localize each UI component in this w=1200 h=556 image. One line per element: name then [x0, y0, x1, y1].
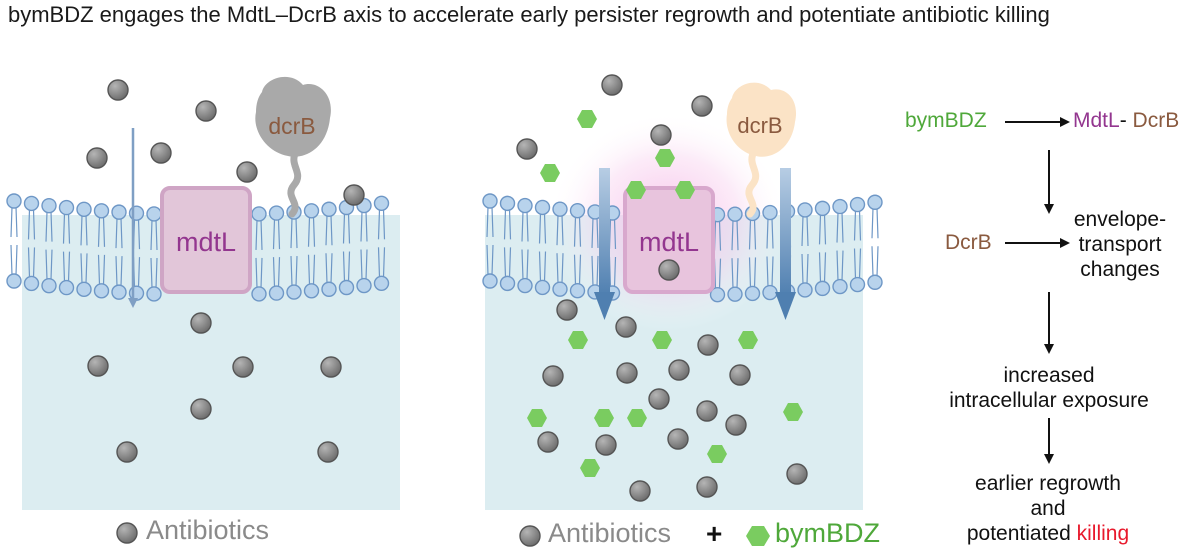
left-dcrb-label: dcrB — [268, 113, 315, 139]
antibiotic-molecule — [195, 100, 217, 122]
legend-antibiotic-icon — [116, 522, 138, 544]
bymbdz-molecule — [627, 409, 647, 427]
right-cell-panel: dcrB mdtL — [482, 74, 883, 510]
antibiotic-molecule — [696, 400, 718, 422]
left-antibiotics — [86, 79, 365, 463]
antibiotic-molecule — [343, 184, 365, 206]
legend-antibiotic-icon-right — [519, 525, 541, 547]
antibiotic-molecule — [786, 463, 808, 485]
antibiotic-molecule — [537, 431, 559, 453]
antibiotic-molecule — [691, 95, 713, 117]
flow-step1-drug: bymBDZ — [905, 109, 987, 132]
bymbdz-molecule — [783, 403, 803, 421]
antibiotic-molecule — [668, 359, 690, 381]
bymbdz-molecule — [675, 181, 695, 199]
figure-title: bymBDZ engages the MdtL–DcrB axis to acc… — [8, 2, 1050, 27]
bymbdz-molecule — [626, 181, 646, 199]
legend-plus-sign: + — [706, 518, 723, 549]
bymbdz-molecule — [568, 331, 588, 349]
antibiotic-molecule — [658, 259, 680, 281]
flow-step2-envelope: envelope- transport changes — [1073, 208, 1167, 281]
antibiotic-molecule — [725, 414, 747, 436]
legend-antibiotics-label: Antibiotics — [146, 515, 270, 545]
antibiotic-molecule — [516, 138, 538, 160]
right-penetration-arrow-1 — [594, 168, 615, 320]
left-mdtl-label: mdtL — [176, 227, 236, 257]
antibiotic-molecule — [107, 79, 129, 101]
flow-arrows — [1005, 117, 1070, 464]
antibiotic-molecule — [317, 441, 339, 463]
bymbdz-molecule — [738, 331, 758, 349]
antibiotic-molecule — [116, 441, 138, 463]
bymbdz-molecule — [527, 409, 547, 427]
antibiotic-molecule — [667, 428, 689, 450]
antibiotic-molecule — [542, 365, 564, 387]
bymbdz-molecule — [655, 149, 675, 167]
antibiotic-molecule — [232, 356, 254, 378]
left-cell-panel: dcrB mdtL — [6, 76, 400, 510]
antibiotic-molecule — [616, 362, 638, 384]
right-bymbdz-molecules — [527, 110, 803, 477]
antibiotic-molecule — [320, 356, 342, 378]
flow-step2-dcrb: DcrB — [945, 231, 992, 254]
bymbdz-molecule — [540, 164, 560, 182]
bymbdz-molecule — [652, 331, 672, 349]
antibiotic-molecule — [601, 74, 623, 96]
bymbdz-molecule — [580, 459, 600, 477]
antibiotic-molecule — [696, 476, 718, 498]
antibiotic-molecule — [190, 398, 212, 420]
left-penetration-arrow — [128, 128, 138, 308]
flow-step4-outcome: earlier regrowth and potentiated killing — [966, 472, 1130, 545]
bymbdz-molecule — [707, 445, 727, 463]
antibiotic-molecule — [697, 334, 719, 356]
bymbdz-molecule — [594, 409, 614, 427]
antibiotic-molecule — [236, 161, 258, 183]
left-legend — [116, 522, 138, 544]
right-dcrb-label: dcrB — [737, 113, 782, 138]
antibiotic-molecule — [595, 434, 617, 456]
antibiotic-molecule — [86, 147, 108, 169]
antibiotic-molecule — [190, 312, 212, 334]
antibiotic-molecule — [650, 124, 672, 146]
antibiotic-molecule — [150, 142, 172, 164]
right-mdtl-label: mdtL — [639, 227, 699, 257]
antibiotic-molecule — [87, 355, 109, 377]
legend-bymbdz-label: bymBDZ — [775, 518, 881, 548]
right-antibiotics — [516, 74, 808, 502]
bymbdz-molecule — [577, 110, 597, 128]
legend-bymbdz-icon — [746, 526, 770, 546]
left-dcrb-lipoprotein: dcrB — [255, 76, 331, 218]
antibiotic-molecule — [615, 316, 637, 338]
right-dcrb-lipoprotein: dcrB — [726, 82, 797, 218]
antibiotic-molecule — [648, 388, 670, 410]
right-mdtl-protein: mdtL — [623, 186, 715, 294]
antibiotic-molecule — [629, 480, 651, 502]
antibiotic-molecule — [729, 364, 751, 386]
right-legend — [519, 525, 770, 547]
left-mdtl-protein: mdtL — [160, 186, 252, 294]
antibiotic-molecule — [556, 299, 578, 321]
legend-antibiotics-label-right: Antibiotics — [548, 518, 672, 548]
flow-step3-exposure: increased intracellular exposure — [949, 364, 1149, 412]
flow-step1-target: MdtL- DcrB — [1073, 109, 1180, 132]
right-penetration-arrow-2 — [775, 168, 796, 320]
